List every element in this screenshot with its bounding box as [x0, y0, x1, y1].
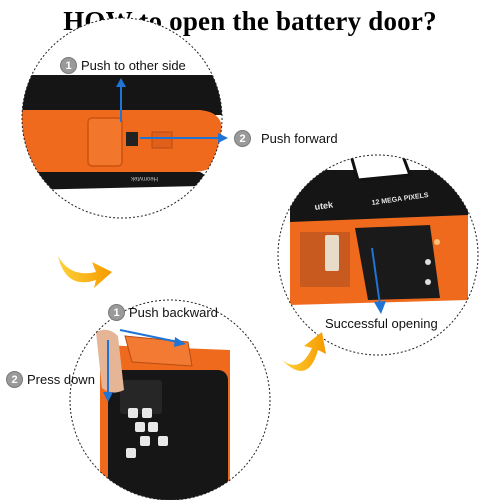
- result-label: Successful opening: [325, 316, 438, 331]
- latch-slot: [151, 131, 173, 149]
- camera-view-open: 12 MEGA PIXELS utek: [277, 154, 479, 356]
- brand-text-right: utek: [314, 199, 335, 212]
- step-number-badge: 2: [234, 130, 251, 147]
- result-text: Successful opening: [325, 316, 438, 331]
- arrow-down-right-head: [374, 301, 386, 314]
- camera-view-top: Heomvtek: [21, 17, 228, 219]
- step-label-press-down: 2 Press down: [6, 371, 95, 388]
- step-number-badge: 2: [6, 371, 23, 388]
- arrow-backward: [119, 329, 179, 343]
- step-label-push-backward: 1 Push backward: [108, 304, 218, 321]
- camera-body-black-2: [290, 170, 468, 225]
- arrow-down-right: [371, 247, 381, 306]
- step-label-push-to-other-side: 1 Push to other side: [60, 57, 186, 74]
- camera-body-black: [22, 75, 222, 115]
- swoosh-arrow-left: [58, 256, 112, 288]
- step-text: Press down: [27, 372, 95, 387]
- camera-strap-loop: [348, 155, 413, 182]
- step-text: Push to other side: [81, 58, 186, 73]
- door-latch: [126, 132, 138, 146]
- step-text: Push forward: [261, 131, 338, 146]
- camera-screen: [120, 380, 162, 414]
- brand-text-top: Heomvtek: [130, 175, 158, 181]
- camera-view-back: [69, 299, 271, 500]
- step-number-badge: 1: [60, 57, 77, 74]
- battery-door: [87, 117, 123, 167]
- arrow-backward-head: [174, 337, 186, 347]
- swoosh-arrow-right: [282, 332, 326, 371]
- step-text: Push backward: [129, 305, 218, 320]
- battery: [325, 235, 339, 271]
- step-label-push-forward: 2 Push forward: [234, 130, 338, 147]
- step-number-badge: 1: [108, 304, 125, 321]
- arrow-right-head: [218, 133, 228, 143]
- finger: [96, 329, 124, 393]
- arrow-press-down-head: [103, 392, 113, 402]
- arrow-up-head: [116, 78, 126, 87]
